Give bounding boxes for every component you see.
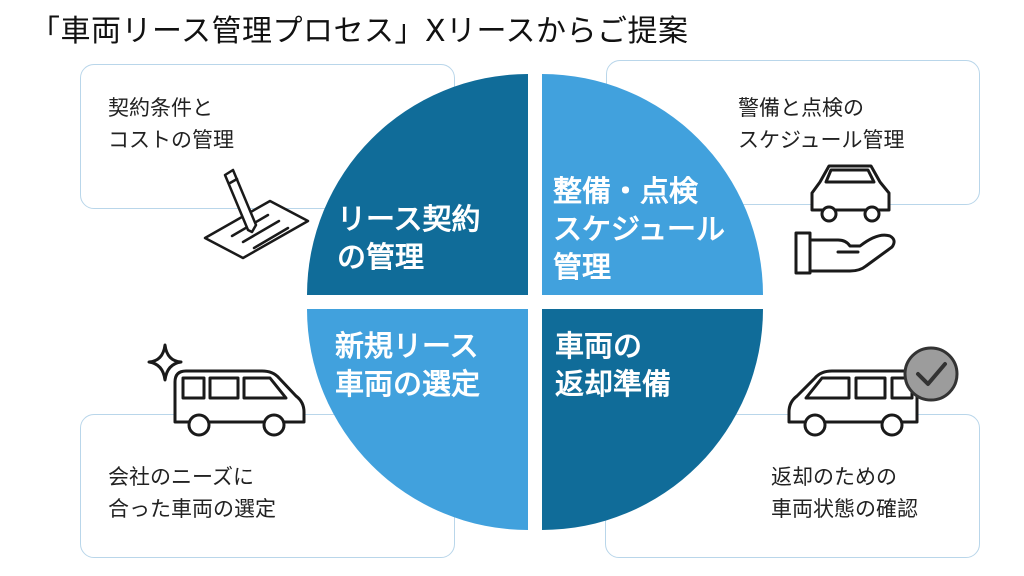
page-title: 「車両リース管理プロセス」Xリースからご提案	[30, 14, 689, 49]
quadrant-top-left	[307, 74, 528, 295]
sparkle-van-icon	[147, 343, 306, 437]
contract-pen-icon	[203, 168, 310, 260]
card-text-return: 返却のための 車両状態の確認	[771, 465, 918, 521]
car-in-hand-icon	[794, 164, 896, 275]
card-text-maintenance: 警備と点検の スケジュール管理	[738, 96, 905, 152]
card-text-contract: 契約条件と コストの管理	[108, 96, 234, 152]
quadrant-bottom-right	[542, 309, 763, 530]
quadrant-label-contract: リース契約 の管理	[337, 202, 481, 274]
van-checkmark-icon	[787, 369, 919, 437]
checkmark-badge-icon	[903, 346, 959, 402]
quadrant-top-right	[542, 74, 763, 295]
quadrant-label-selection: 新規リース 車両の選定	[335, 329, 481, 401]
quadrant-bottom-left	[307, 309, 528, 530]
quadrant-label-return: 車両の 返却準備	[555, 329, 672, 401]
quadrant-label-maintenance: 整備・点検 スケジュール 管理	[553, 174, 725, 284]
card-text-selection: 会社のニーズに 合った車両の選定	[108, 465, 276, 521]
